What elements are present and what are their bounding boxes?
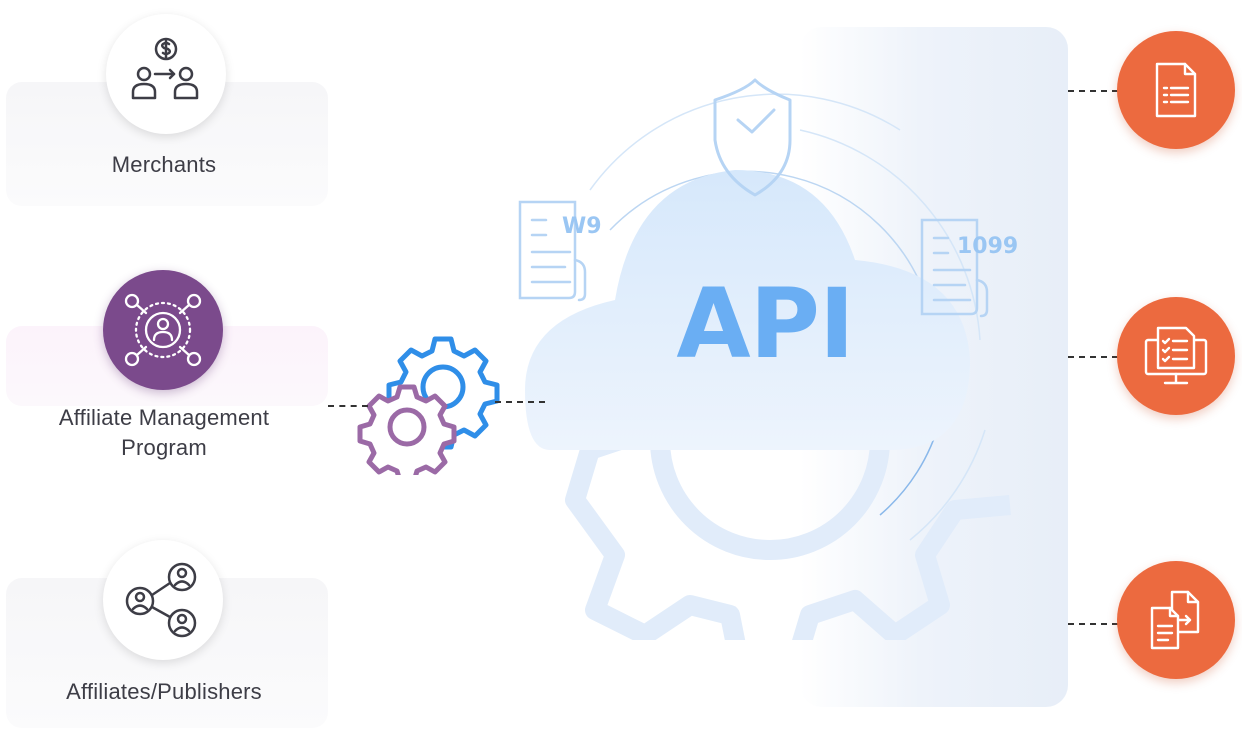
affiliates-label: Affiliates/Publishers bbox=[66, 679, 262, 704]
connector-gears-api bbox=[495, 401, 545, 403]
program-label-line1: Affiliate Management bbox=[58, 405, 270, 430]
cloud-icon bbox=[525, 170, 970, 450]
connector-right-2 bbox=[1068, 356, 1118, 358]
connector-program-gears bbox=[328, 405, 368, 407]
api-label: API bbox=[676, 268, 854, 380]
merchants-label: Merchants bbox=[111, 152, 217, 177]
connected-users-icon bbox=[103, 540, 223, 660]
connector-right-1 bbox=[1068, 90, 1118, 92]
connector-right-3 bbox=[1068, 623, 1118, 625]
copy-documents-icon bbox=[1117, 561, 1235, 679]
w9-document-icon bbox=[518, 200, 587, 302]
shield-check-icon bbox=[713, 78, 792, 197]
merchant-payment-icon bbox=[106, 14, 226, 134]
network-user-icon bbox=[103, 270, 223, 390]
program-label-line2: Program bbox=[121, 435, 207, 460]
document-icon bbox=[1117, 31, 1235, 149]
w9-label: W9 bbox=[562, 214, 602, 239]
gears-icon bbox=[357, 336, 500, 475]
1099-document-icon bbox=[920, 218, 989, 318]
monitor-checklist-icon bbox=[1117, 297, 1235, 415]
1099-label: 1099 bbox=[957, 234, 1019, 259]
center-decor bbox=[518, 78, 1011, 640]
